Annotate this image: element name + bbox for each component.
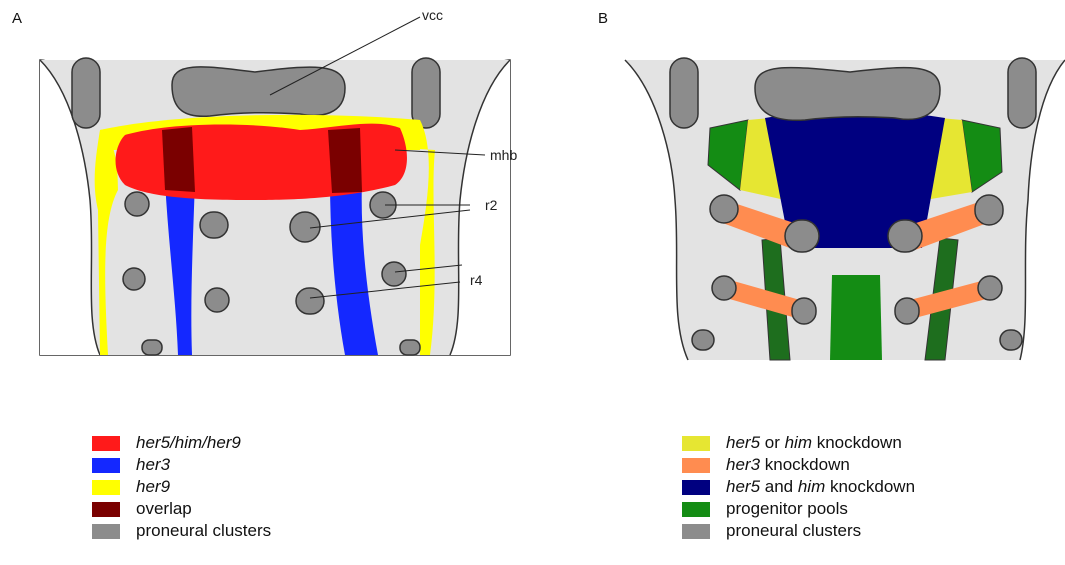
panel-a-cluster xyxy=(205,288,229,312)
legend-a-item: her9 xyxy=(92,476,271,498)
panel-b-cluster xyxy=(1000,330,1022,350)
legend-label-part: her3 xyxy=(726,455,760,474)
legend-swatch xyxy=(92,458,120,473)
legend-label: her3 knockdown xyxy=(726,454,850,476)
panel-a-diagram: vcc mhb r2 r4 xyxy=(40,7,517,355)
legend-label-part: knockdown xyxy=(812,433,902,452)
panel-b-diagram xyxy=(625,58,1065,360)
panel-b-cluster xyxy=(792,298,816,324)
legend-b-item: her5 and him knockdown xyxy=(682,476,915,498)
panel-a-overlap-left xyxy=(162,127,195,192)
legend-swatch xyxy=(92,480,120,495)
panel-a-cluster xyxy=(412,58,440,128)
legend-label-part: and xyxy=(760,477,798,496)
legend-label-part: progenitor pools xyxy=(726,499,848,518)
legend-label-part: proneural clusters xyxy=(726,521,861,540)
panel-a-cluster xyxy=(382,262,406,286)
legend-swatch xyxy=(682,502,710,517)
panel-b-cluster xyxy=(785,220,819,252)
panel-b-vcc xyxy=(755,68,940,121)
panel-b-cluster xyxy=(895,298,919,324)
legend-label: her5/him/her9 xyxy=(136,432,241,454)
panel-b-cluster xyxy=(670,58,698,128)
panel-a-cluster xyxy=(200,212,228,238)
legend-label: her3 xyxy=(136,454,170,476)
panel-b-cluster xyxy=(1008,58,1036,128)
panel-a-red-band xyxy=(116,124,407,200)
panel-a-cluster xyxy=(125,192,149,216)
legend-b-item: her5 or him knockdown xyxy=(682,432,915,454)
panel-b-cluster xyxy=(710,195,738,223)
legend-label: proneural clusters xyxy=(136,520,271,542)
panel-a-vcc xyxy=(172,67,345,116)
legend-label-part: or xyxy=(760,433,785,452)
annotation-mhb: mhb xyxy=(490,147,517,163)
legend-swatch xyxy=(682,458,710,473)
legend-swatch xyxy=(682,524,710,539)
panel-b-cluster xyxy=(692,330,714,350)
legend-label: her5 and him knockdown xyxy=(726,476,915,498)
panel-a-cluster xyxy=(72,58,100,128)
annotation-r4: r4 xyxy=(470,272,483,288)
legend-label: proneural clusters xyxy=(726,520,861,542)
panel-a-cluster xyxy=(142,340,162,355)
panel-b-cluster xyxy=(978,276,1002,300)
legend-a-item: proneural clusters xyxy=(92,520,271,542)
legend-a-item: overlap xyxy=(92,498,271,520)
panel-a-overlap-right xyxy=(328,128,362,193)
annotation-vcc: vcc xyxy=(422,7,443,23)
panel-a-cluster xyxy=(400,340,420,355)
panel-b-progenitor-center xyxy=(830,275,882,360)
legend-label: her9 xyxy=(136,476,170,498)
panel-b-cluster xyxy=(888,220,922,252)
legend-label-part: her5 xyxy=(726,433,760,452)
legend-label-part: him xyxy=(798,477,825,496)
legend-label-part: him xyxy=(785,433,812,452)
legend-label-part: knockdown xyxy=(760,455,850,474)
legend-a-item: her5/him/her9 xyxy=(92,432,271,454)
panel-b-cluster xyxy=(712,276,736,300)
legend-label-part: knockdown xyxy=(825,477,915,496)
panel-a-cluster xyxy=(123,268,145,290)
legend-b-item: her3 knockdown xyxy=(682,454,915,476)
legend-swatch xyxy=(682,480,710,495)
legend-label-part: her5 xyxy=(726,477,760,496)
panel-b-cluster xyxy=(975,195,1003,225)
panel-a-cluster xyxy=(296,288,324,314)
legend-swatch xyxy=(92,502,120,517)
legend-label: progenitor pools xyxy=(726,498,848,520)
legend-label: her5 or him knockdown xyxy=(726,432,902,454)
legend-swatch xyxy=(682,436,710,451)
legend-b-item: proneural clusters xyxy=(682,520,915,542)
annotation-r2: r2 xyxy=(485,197,498,213)
legend-swatch xyxy=(92,524,120,539)
legend-swatch xyxy=(92,436,120,451)
legend-b-item: progenitor pools xyxy=(682,498,915,520)
legend-label: overlap xyxy=(136,498,192,520)
legend-a-item: her3 xyxy=(92,454,271,476)
